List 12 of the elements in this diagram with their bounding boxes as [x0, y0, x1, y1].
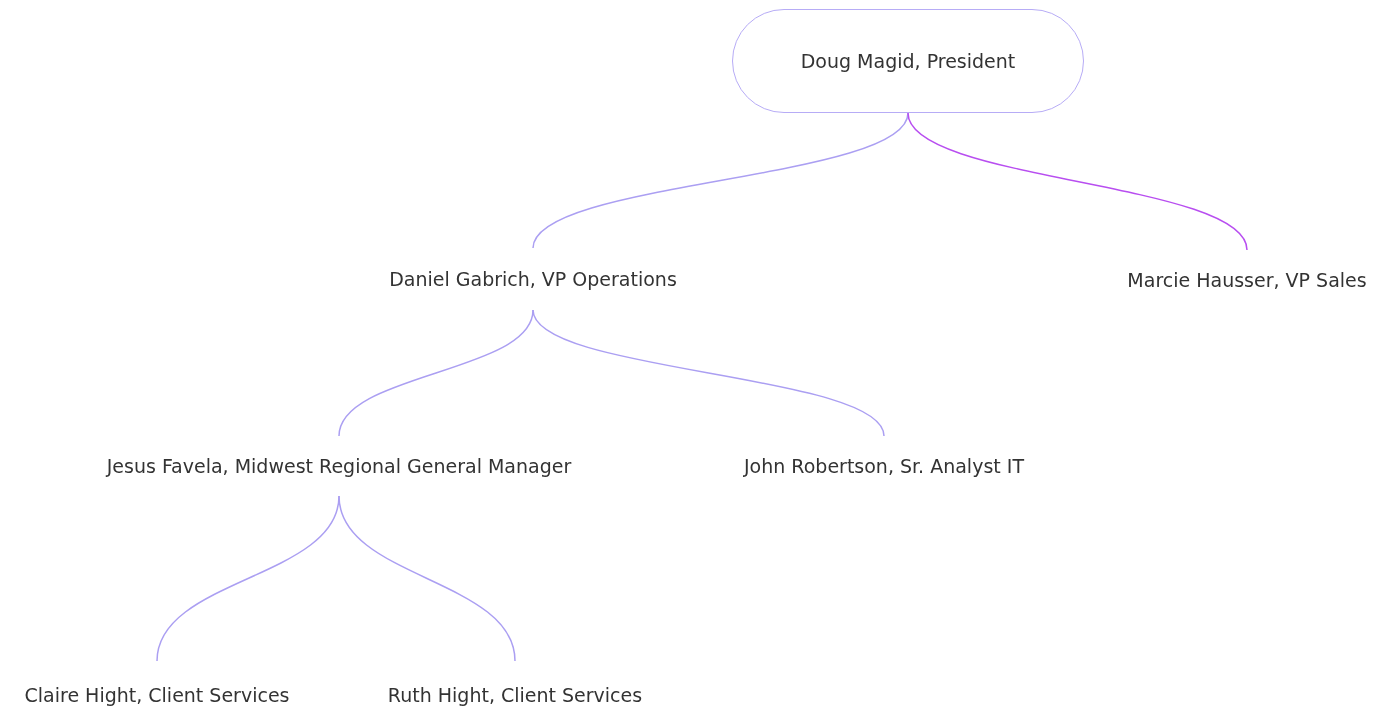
name-label: Claire Hight, Client Services — [24, 683, 290, 707]
connector-line — [338, 495, 516, 662]
connector-line — [907, 112, 1248, 251]
name-label: Jesus Favela, Midwest Regional General Manager — [106, 454, 572, 478]
name-label: Doug Magid, President — [800, 49, 1016, 73]
name-label: John Robertson, Sr. Analyst IT — [744, 454, 1024, 478]
name-label: Daniel Gabrich, VP Operations — [389, 267, 677, 291]
name-label: Ruth Hight, Client Services — [387, 683, 643, 707]
connector-line — [532, 112, 909, 249]
connector-line — [532, 309, 885, 437]
name-label: Marcie Hausser, VP Sales — [1127, 268, 1367, 292]
connector-line — [338, 309, 534, 437]
